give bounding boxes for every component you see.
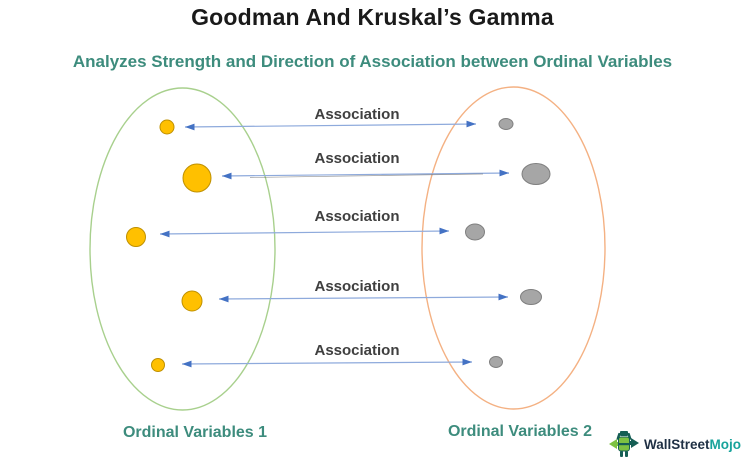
association-arrow-line <box>159 230 450 235</box>
brand-text-wallstreet: WallStreet <box>644 436 710 452</box>
association-label-1: Association <box>314 106 400 123</box>
ordinal2-dot-small <box>489 356 503 368</box>
right-set-dots <box>465 118 551 368</box>
ordinal1-dot-large <box>182 163 212 193</box>
ordinal1-dot-small <box>159 119 175 135</box>
association-arrows <box>159 123 510 365</box>
ordinal2-dot-medium <box>520 289 542 305</box>
right-set-ellipse <box>421 86 606 410</box>
ordinal2-dot-medium <box>465 223 485 241</box>
arrowhead-left-icon <box>185 123 195 131</box>
arrowhead-left-icon <box>182 360 192 368</box>
page-subtitle: Analyzes Strength and Direction of Assoc… <box>72 52 673 71</box>
left-set-ellipse <box>89 87 276 411</box>
association-arrow-line <box>221 172 510 177</box>
left-set-dots <box>126 119 212 372</box>
ordinal2-dot-small <box>498 118 514 130</box>
arrowhead-right-icon <box>499 169 509 177</box>
page-title: Goodman And Kruskal’s Gamma <box>191 4 554 30</box>
ordinal1-dot-medium <box>181 290 203 312</box>
arrowhead-right-icon <box>466 120 476 128</box>
ordinal1-dot-small <box>151 358 165 372</box>
association-arrow-line <box>181 361 473 365</box>
left-set-label: Ordinal Variables 1 <box>122 424 268 441</box>
association-label-3: Association <box>314 208 400 225</box>
ordinal1-dot-medium <box>126 227 146 247</box>
arrowhead-right-icon <box>462 358 472 366</box>
wallstreetmojo-mascot-icon <box>609 431 639 457</box>
arrowhead-left-icon <box>160 230 170 238</box>
arrowheads <box>160 120 509 368</box>
arrowhead-right-icon <box>439 227 449 235</box>
right-set-label: Ordinal Variables 2 <box>447 423 593 440</box>
arrowhead-left-icon <box>219 295 229 303</box>
brand-text-mojo: Mojo <box>709 436 742 452</box>
arrowhead-left-icon <box>222 172 232 180</box>
association-arrow-shadow-line <box>249 173 484 178</box>
wallstreetmojo-wordmark: WallStreetMojo <box>644 437 741 452</box>
wallstreetmojo-logo[interactable]: WallStreetMojo <box>608 428 741 460</box>
association-label-2: Association <box>314 150 400 167</box>
arrowhead-right-icon <box>498 293 508 301</box>
association-label-4: Association <box>314 278 400 295</box>
association-arrow-line <box>218 296 509 300</box>
ordinal2-dot-large <box>521 163 551 185</box>
association-arrow-line <box>184 123 477 128</box>
association-label-5: Association <box>314 342 400 359</box>
